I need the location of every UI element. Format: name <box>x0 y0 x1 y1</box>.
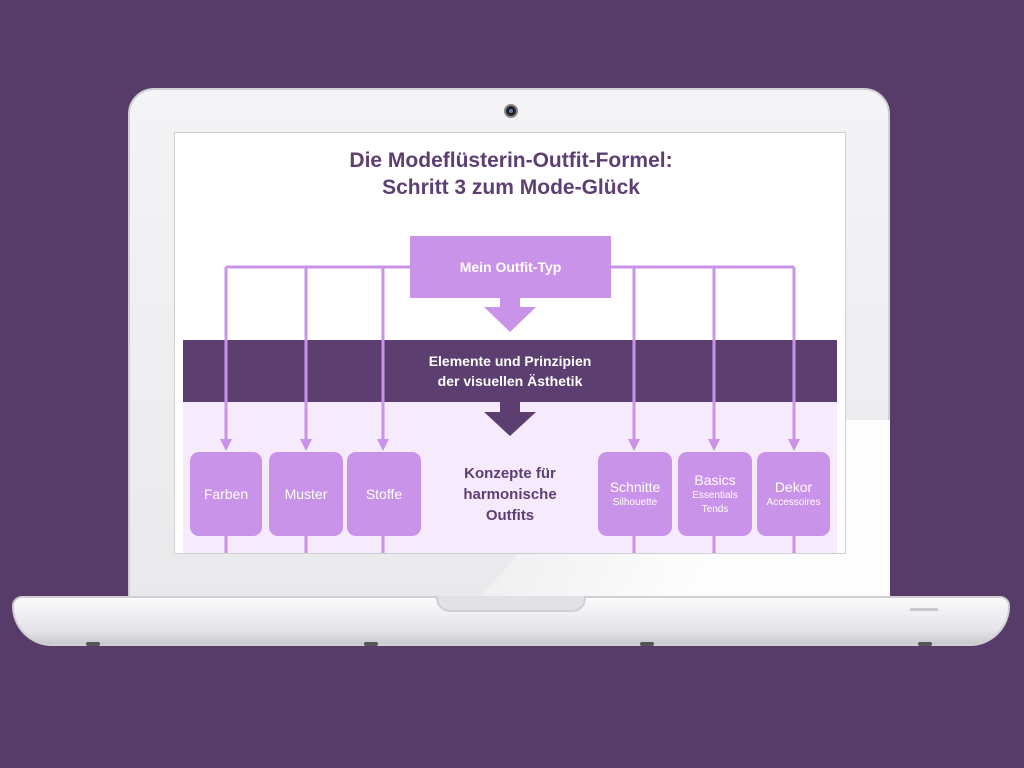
center-line-2: harmonische <box>463 486 557 503</box>
slide-title: Die Modeflüsterin-Outfit-Formel: Schritt… <box>175 147 845 201</box>
title-line-2: Schritt 3 zum Mode-Glück <box>382 176 640 199</box>
laptop-foot <box>364 642 378 646</box>
band-line-2: der visuellen Ästhetik <box>437 373 583 389</box>
card-sub: Essentials <box>692 490 738 501</box>
card-farben: Farben <box>190 452 262 536</box>
laptop-foot <box>918 642 932 646</box>
center-line-3: Outfits <box>485 507 535 524</box>
power-led <box>910 608 938 611</box>
connector-arrows <box>220 265 800 553</box>
hinge-notch <box>436 596 586 612</box>
band-line-1: Elemente und Prinzipien <box>428 353 592 369</box>
webcam-icon <box>504 104 518 118</box>
card-sub: Tends <box>701 504 729 515</box>
card-label: Farben <box>203 486 249 502</box>
card-label: Schnitte <box>609 479 661 495</box>
outfit-type-box: Mein Outfit-Typ <box>410 236 611 298</box>
card-label: Muster <box>284 486 328 502</box>
card-dekor: Dekor Accessoires <box>757 452 830 536</box>
slide-screen: Die Modeflüsterin-Outfit-Formel: Schritt… <box>174 132 846 554</box>
card-basics: Basics Essentials Tends <box>678 452 752 536</box>
principles-band: Elemente und Prinzipien der visuellen Äs… <box>183 340 837 402</box>
card-label: Basics <box>694 472 736 488</box>
title-line-1: Die Modeflüsterin-Outfit-Formel: <box>349 149 673 172</box>
card-sub: Accessoires <box>766 497 821 508</box>
card-sub: Silhouette <box>612 497 658 508</box>
laptop-foot <box>86 642 100 646</box>
laptop-base <box>12 596 1010 646</box>
card-schnitte: Schnitte Silhouette <box>598 452 672 536</box>
card-label: Stoffe <box>365 486 403 502</box>
laptop-foot <box>640 642 654 646</box>
concepts-text: Konzepte für harmonische Outfits <box>440 463 580 526</box>
card-stoffe: Stoffe <box>347 452 421 536</box>
card-muster: Muster <box>269 452 343 536</box>
card-label: Dekor <box>774 479 813 495</box>
center-line-1: Konzepte für <box>464 465 556 482</box>
